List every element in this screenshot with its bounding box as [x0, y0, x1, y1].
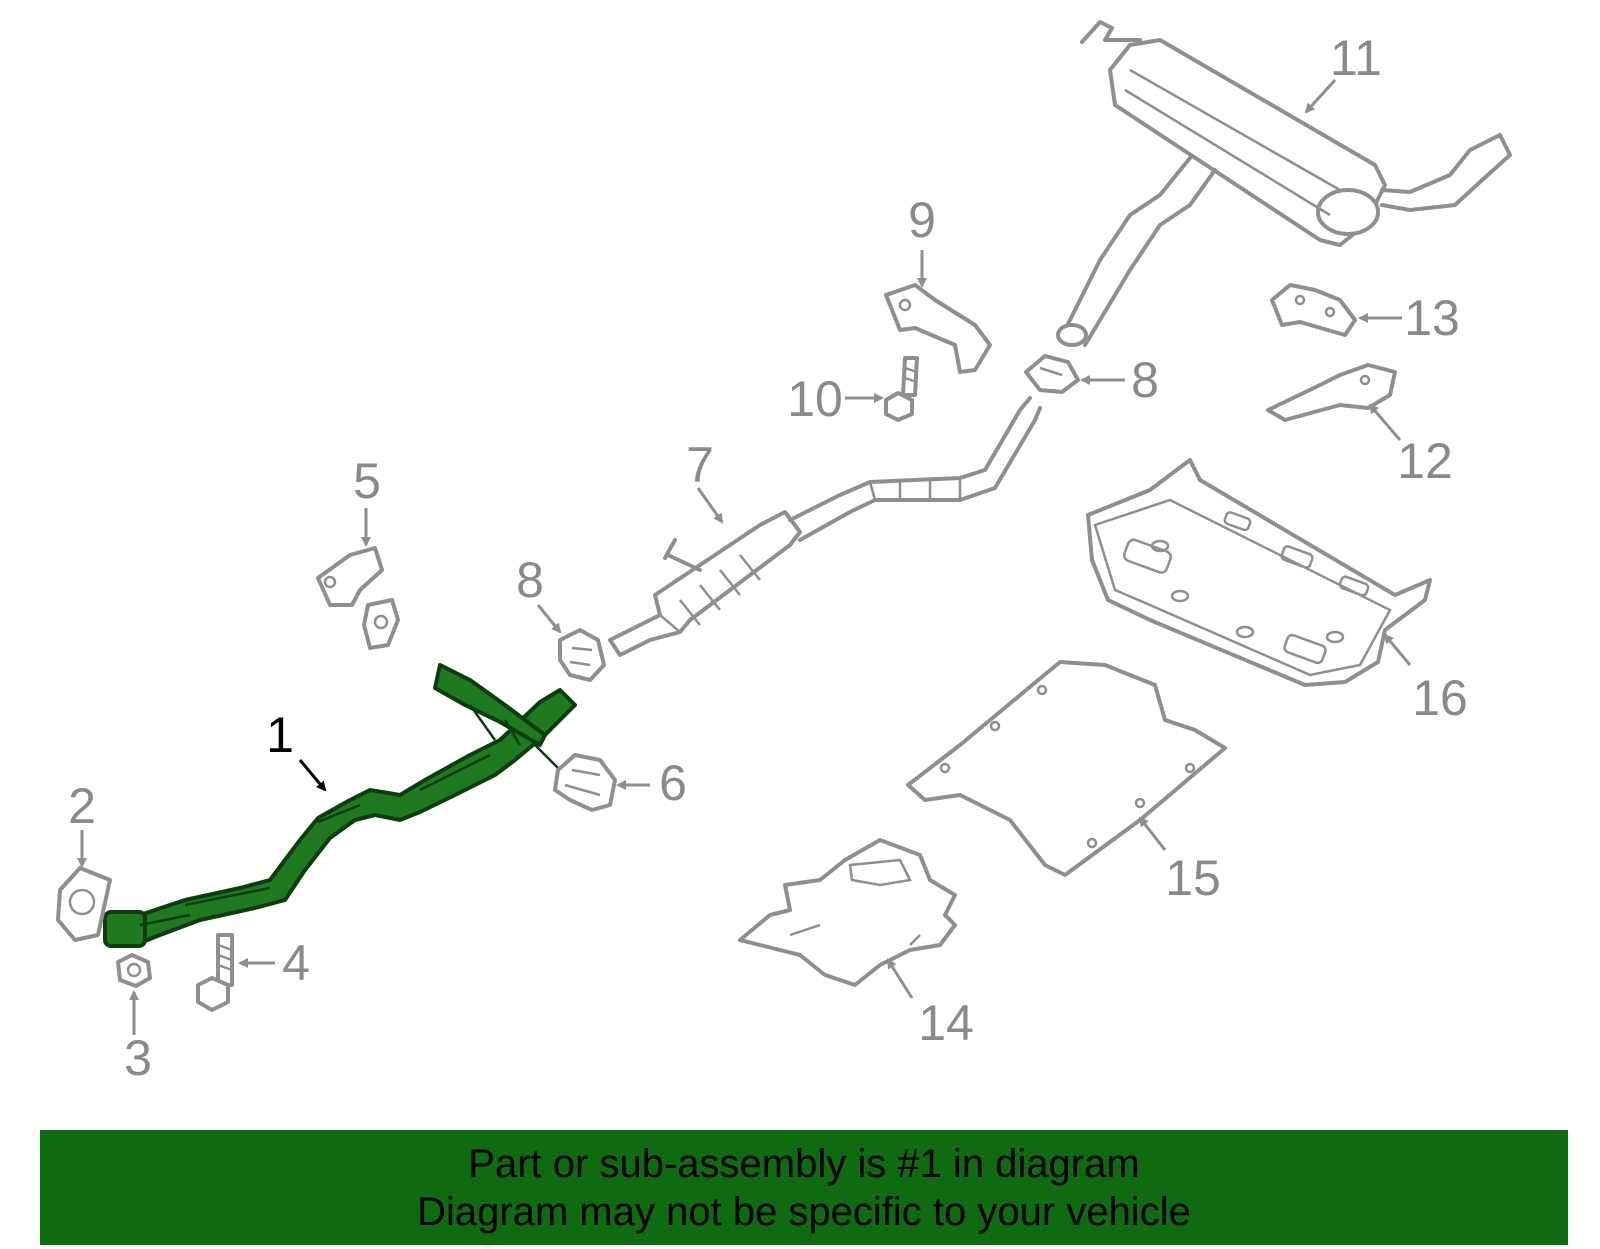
- callout-10: 10: [787, 371, 843, 427]
- part-5-hanger-bracket[interactable]: [316, 546, 400, 650]
- callout-8b: 8: [1131, 352, 1159, 408]
- part-4-bolt[interactable]: [196, 933, 234, 1012]
- callout-3: 3: [124, 1030, 152, 1086]
- part-11-muffler[interactable]: [1056, 20, 1512, 347]
- callout-9: 9: [908, 192, 936, 248]
- part-16-skid-plate[interactable]: [1086, 458, 1432, 687]
- callout-5: 5: [353, 453, 381, 509]
- part-8-clamp-lower[interactable]: [558, 628, 606, 682]
- part-3-nut[interactable]: [116, 953, 152, 988]
- callout-7: 7: [686, 437, 714, 493]
- exhaust-parts-diagram: 1 2 3 4 5 6 7: [56, 20, 1512, 1086]
- leader-11: [1304, 78, 1337, 114]
- callout-2: 2: [68, 778, 96, 834]
- callout-15: 15: [1165, 850, 1221, 906]
- leader-8a: [536, 604, 562, 634]
- part-15-heat-shield[interactable]: [906, 660, 1227, 877]
- part-1-front-exhaust-pipe[interactable]: [103, 663, 577, 948]
- callout-16: 16: [1412, 670, 1468, 726]
- leader-15: [1138, 816, 1167, 851]
- callout-4: 4: [282, 935, 310, 991]
- callout-13: 13: [1404, 290, 1460, 346]
- banner-line-2: Diagram may not be specific to your vehi…: [417, 1190, 1191, 1234]
- callout-6: 6: [659, 755, 687, 811]
- leader-7: [696, 487, 724, 524]
- leader-14: [886, 958, 914, 999]
- callout-1: 1: [266, 707, 294, 763]
- callout-11: 11: [1330, 30, 1382, 86]
- part-9-hanger-bracket[interactable]: [884, 283, 992, 374]
- callout-14: 14: [918, 995, 974, 1051]
- part-7-intermediate-pipe[interactable]: [608, 396, 1042, 657]
- part-10-bolt[interactable]: [884, 356, 919, 422]
- part-2-gasket[interactable]: [56, 866, 112, 942]
- part-12-bracket[interactable]: [1266, 363, 1397, 422]
- part-6-isolator[interactable]: [553, 753, 617, 812]
- callout-12: 12: [1397, 433, 1453, 489]
- part-14-heat-shield[interactable]: [738, 838, 957, 987]
- disclaimer-banner: Part or sub-assembly is #1 in diagram Di…: [40, 1130, 1568, 1245]
- part-8-clamp-upper[interactable]: [1024, 354, 1080, 394]
- leader-16: [1383, 633, 1412, 666]
- leader-12: [1368, 403, 1402, 441]
- banner-line-1: Part or sub-assembly is #1 in diagram: [468, 1142, 1140, 1186]
- leader-1: [298, 759, 327, 792]
- part-13-isolator[interactable]: [1270, 283, 1357, 337]
- callout-8a: 8: [516, 552, 544, 608]
